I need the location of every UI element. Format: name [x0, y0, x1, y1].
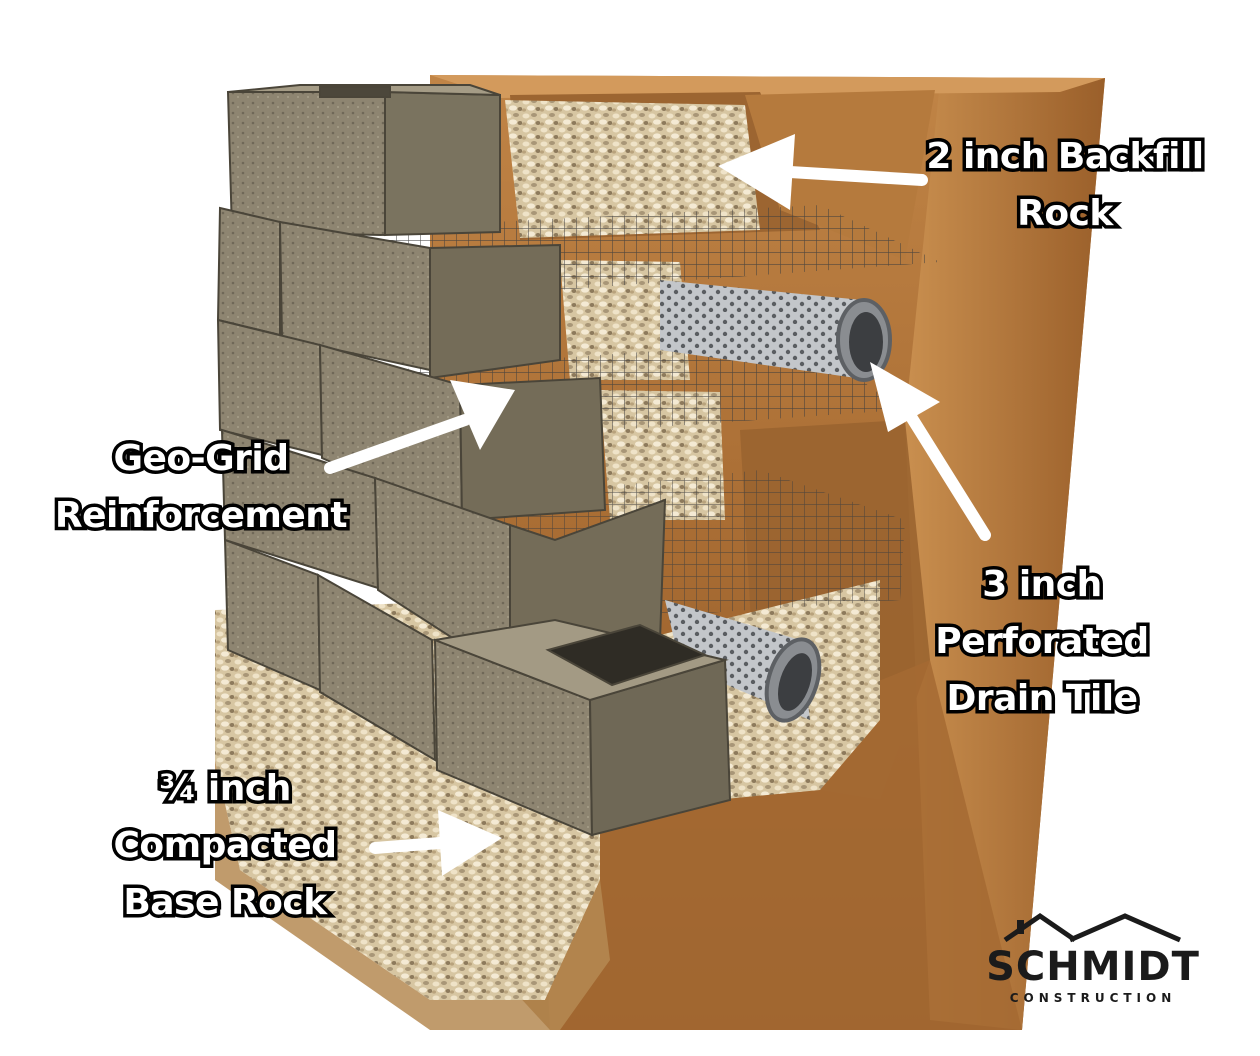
label-drain-tile: 3 inch Perforated Drain Tile — [932, 561, 1153, 723]
arrow-drain — [870, 362, 991, 541]
logo-subtitle: CONSTRUCTION — [1009, 991, 1177, 1005]
schmidt-logo: SCHMIDT CONSTRUCTION — [975, 910, 1215, 1010]
label-backfill-rock: 2 inch Backfill Rock — [923, 133, 1208, 238]
label-geo-grid: Geo-Grid Reinforcement — [51, 435, 351, 540]
drain-pipes — [660, 280, 892, 723]
label-base-rock: ¾ inch Compacted Base Rock — [110, 765, 340, 927]
arrow-backfill — [718, 134, 928, 210]
arrow-base — [369, 810, 502, 876]
retaining-wall-blocks — [216, 84, 732, 837]
logo-name: SCHMIDT — [986, 944, 1200, 990]
arrow-geogrid — [324, 380, 515, 474]
house-roof-icon — [1003, 912, 1181, 943]
